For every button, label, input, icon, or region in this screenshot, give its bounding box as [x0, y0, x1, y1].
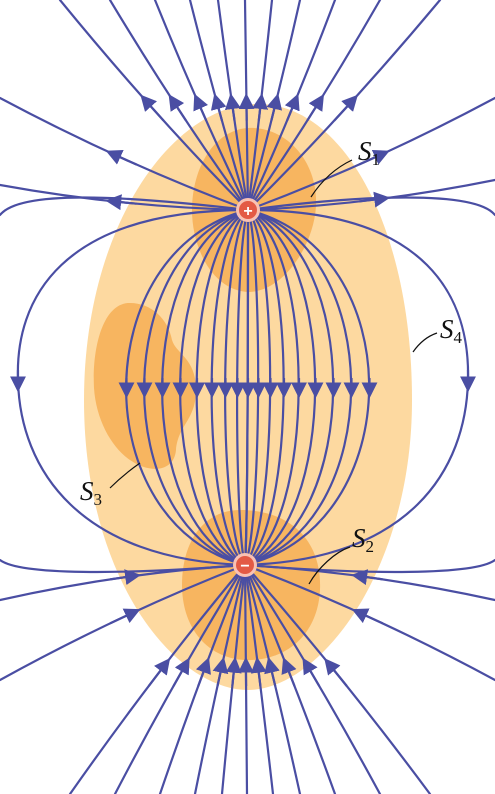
field-arrow-top-11 [105, 150, 137, 166]
leader-s2 [308, 546, 351, 585]
field-arrow-top-12 [105, 194, 137, 211]
positive-charge-core [239, 201, 257, 219]
negative-charge-core [236, 556, 254, 574]
field-arrow-top-8 [284, 93, 300, 121]
label-s3: S3 [80, 476, 102, 509]
positive-charge-sign: + [243, 203, 252, 220]
field-arrow-top-6 [252, 93, 269, 121]
field-arrow-bottom-9 [302, 657, 321, 687]
field-arrow-bottom-12 [110, 569, 142, 586]
field-arrow-bottom-4 [225, 656, 242, 687]
label-s1: S1 [358, 136, 380, 169]
leader-s1 [310, 159, 353, 198]
leader-s3 [109, 462, 141, 489]
field-arrow-bottom-10 [324, 658, 348, 687]
field-arrow-bottom-3 [212, 656, 229, 687]
field-arrow-bottom-7 [264, 656, 280, 687]
field-arrow-top-3 [210, 93, 227, 121]
leader-s4 [412, 332, 438, 353]
field-arrow-top-2 [193, 93, 209, 121]
field-arrow-bottom-8 [281, 657, 297, 687]
label-leaders [109, 159, 438, 585]
field-arrow-bottom-6 [250, 656, 267, 687]
field-arrow-top-7 [266, 93, 283, 121]
field-arrow-top-10 [333, 94, 358, 122]
field-arrow-top-9 [306, 94, 325, 122]
field-arrow-top-4 [224, 93, 241, 121]
field-arrow-bottom-13 [351, 608, 383, 625]
field-line-outer-right-1 [246, 196, 495, 217]
label-s2: S2 [352, 523, 374, 556]
field-arrow-bottom-11 [109, 608, 141, 625]
field-arrow-bottom-0 [147, 658, 171, 687]
field-arrow-bottom-1 [172, 657, 190, 687]
positive-charge: + [236, 198, 260, 222]
field-arrow-bottom-14 [351, 569, 383, 586]
field-arrow-bottom-2 [195, 657, 211, 687]
label-s4: S4 [440, 314, 463, 347]
field-arrow-top-14 [359, 191, 391, 208]
field-arrow-top-13 [358, 150, 390, 166]
negative-charge-sign: − [240, 558, 249, 575]
negative-charge: − [233, 553, 257, 577]
field-arrow-top-1 [168, 94, 187, 122]
field-arrow-top-0 [140, 94, 165, 122]
